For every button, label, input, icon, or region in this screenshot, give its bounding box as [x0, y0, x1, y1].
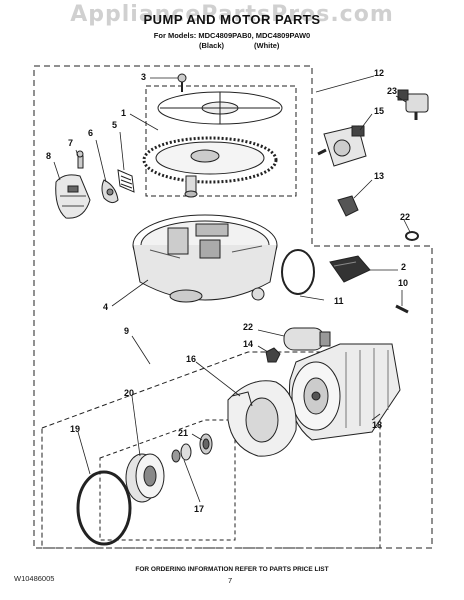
capacitor-part-22	[283, 327, 331, 351]
callout-16: 16	[186, 354, 197, 364]
variant-white: (White)	[254, 41, 280, 50]
leader-lines	[53, 75, 411, 503]
seal-part-17	[171, 443, 192, 463]
document-number: W10486005	[14, 574, 55, 583]
page-number: 7	[228, 576, 233, 585]
callout-12: 12	[374, 68, 385, 78]
bracket-part-13	[337, 195, 359, 217]
page-title: PUMP AND MOTOR PARTS	[143, 12, 321, 27]
chopper-blade-part-6	[101, 179, 119, 204]
callout-20: 20	[124, 388, 135, 398]
filter-cover-plate	[157, 91, 283, 125]
callout-2: 2	[401, 262, 407, 272]
callout-19: 19	[70, 424, 81, 434]
toothed-filter	[142, 136, 278, 198]
callout-6: 6	[88, 128, 94, 138]
gasket-ring-part-11	[281, 249, 315, 295]
callout-5: 5	[112, 120, 118, 130]
callout-15: 15	[374, 106, 385, 116]
callout-7: 7	[68, 138, 74, 148]
sensor-part-23	[397, 89, 429, 120]
callout-3: 3	[141, 72, 147, 82]
callout-23: 23	[387, 86, 398, 96]
callout-10: 10	[398, 278, 409, 288]
motor-group-outline	[41, 351, 381, 549]
callout-1: 1	[121, 108, 127, 118]
motor-part-18	[288, 343, 401, 441]
clip-part-22	[405, 231, 419, 241]
callout-22-capacitor: 22	[243, 322, 254, 332]
screw-part-10	[395, 304, 409, 314]
callout-9: 9	[124, 326, 130, 336]
drain-pump-part-15	[317, 125, 367, 167]
callout-8: 8	[46, 151, 52, 161]
cover-group-outline	[145, 85, 297, 197]
callout-21: 21	[178, 428, 189, 438]
ordering-note: FOR ORDERING INFORMATION REFER TO PARTS …	[135, 566, 329, 573]
screw-part-7	[76, 150, 84, 169]
model-list: For Models: MDC4809PAB0, MDC4809PAW0	[153, 31, 311, 40]
variant-black: (Black)	[199, 41, 225, 50]
callout-18: 18	[372, 420, 383, 430]
grinder-housing-part-8	[55, 174, 91, 219]
impeller-housing-part-16	[227, 380, 297, 457]
callout-4: 4	[103, 302, 109, 312]
bracket-part-2	[329, 255, 371, 283]
sump-base-part-4	[132, 214, 278, 303]
screw-part-3	[177, 73, 187, 92]
impeller-part-20	[125, 453, 165, 503]
grille-part-5	[117, 169, 135, 193]
watermark: AppliancePartsPros.com	[70, 2, 394, 27]
callout-22-clip: 22	[400, 212, 411, 222]
callout-11: 11	[334, 296, 344, 306]
callout-14: 14	[243, 339, 254, 349]
seal-part-21	[199, 433, 213, 455]
o-ring-part-19	[76, 470, 132, 546]
seal-group-outline	[99, 419, 236, 541]
callout-17: 17	[194, 504, 205, 514]
nut-part-14	[265, 347, 281, 363]
callout-13: 13	[374, 171, 385, 181]
